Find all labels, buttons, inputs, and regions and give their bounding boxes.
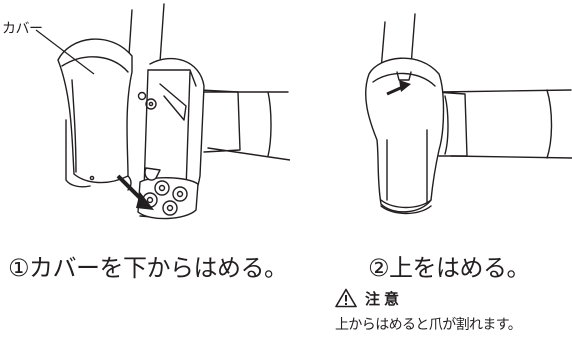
fitting-cover-from-below-drawing [35, 3, 291, 220]
step-2-caption: ②上をはめる。 [368, 254, 531, 282]
caution-title: 注意 [365, 289, 404, 308]
figure-1-illustration: カバー [0, 0, 291, 230]
step-1-caption: ①カバーを下からはめる。 [8, 254, 288, 282]
warning-triangle-icon [335, 288, 357, 308]
fitting-cover-on-top-drawing [365, 13, 572, 215]
caution-text: 上からはめると爪が割れます。 [335, 317, 522, 333]
figure-2-illustration [335, 0, 572, 230]
cover-callout-label: カバー [2, 21, 43, 37]
caution-header: 注意 [335, 288, 572, 308]
caution-section: 注意 上からはめると爪が割れます。 [335, 288, 572, 334]
